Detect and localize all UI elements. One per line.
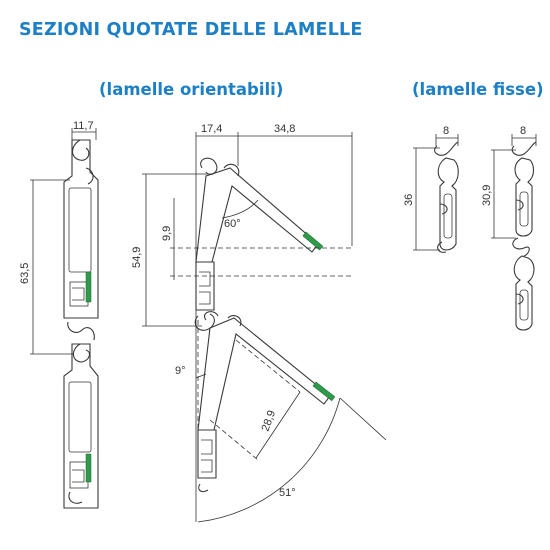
center-dimension-lines xyxy=(142,132,387,523)
fixed-slat-a-dimension-lines xyxy=(413,134,459,251)
page-title: SEZIONI QUOTATE DELLE LAMELLE xyxy=(19,20,363,40)
fixed-slat-b-dimension-lines xyxy=(491,134,537,239)
dim-left-width: 11,7 xyxy=(73,120,94,132)
dim-angle-arc: 51° xyxy=(279,487,296,499)
dim-center-offset: 9,9 xyxy=(161,226,173,241)
subtitle-lamelle-fisse: (lamelle fisse) xyxy=(412,80,544,99)
dim-fisse-b-width: 8 xyxy=(520,125,526,137)
fixed-slat-a-profile xyxy=(434,141,459,253)
dim-center-width-a: 17,4 xyxy=(201,123,222,135)
dim-center-width-b: 34,8 xyxy=(274,123,295,135)
dim-left-height: 63,5 xyxy=(19,263,31,284)
left-dimension-lines xyxy=(30,128,97,355)
dim-fisse-a-width: 8 xyxy=(443,125,449,137)
center-slat-profile xyxy=(194,157,336,493)
fixed-slat-b-profile xyxy=(511,141,537,331)
subtitle-lamelle-orientabili: (lamelle orientabili) xyxy=(99,80,284,99)
dim-angle-top: 60° xyxy=(224,218,241,230)
dim-fisse-b-height: 30,9 xyxy=(481,185,493,206)
dim-center-height: 54,9 xyxy=(131,247,143,268)
dim-fisse-a-height: 36 xyxy=(403,194,415,206)
dim-angle-left: 9° xyxy=(175,365,186,377)
left-slat-profile xyxy=(63,139,99,509)
